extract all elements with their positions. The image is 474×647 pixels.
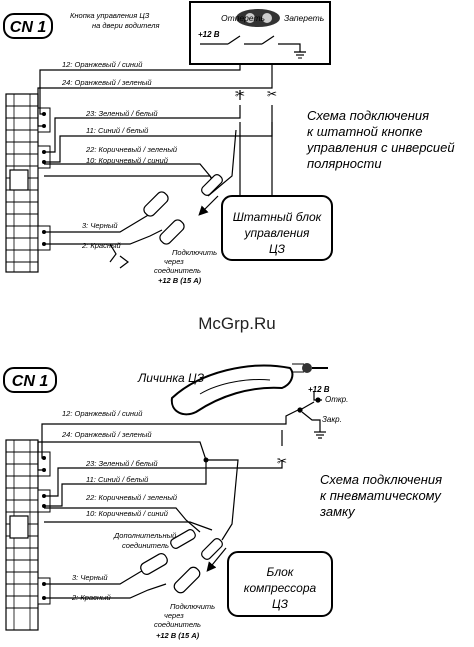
unlock-label: Отпереть: [221, 13, 265, 23]
top-scheme: CN 1 Отпереть Запереть: [3, 1, 455, 285]
lock-label: Запереть: [284, 13, 324, 23]
bottom-connect-4: +12 В (15 А): [156, 631, 200, 640]
bottom-wire-2-label: 2: Красный: [71, 593, 111, 602]
bottom-fuse-connectors: [140, 529, 223, 594]
bottom-wire-3-label: 3: Черный: [72, 573, 108, 582]
extra-connector-2: соединитель: [122, 541, 169, 550]
top-scheme-title-4: полярности: [307, 156, 382, 171]
bottom-wire-11-label: 11: Синий / белый: [86, 475, 149, 484]
watermark: McGrp.Ru: [198, 314, 275, 333]
bottom-cn-badge: [3, 367, 57, 393]
top-connect-2: через: [164, 257, 184, 266]
top-wire-11-label: 11: Синий / белый: [86, 126, 149, 135]
lock-cylinder-label: Личинка ЦЗ: [137, 371, 205, 385]
top-connector: [5, 93, 51, 273]
top-wire-3-label: 3: Черный: [82, 221, 118, 230]
scissors-icon-2: ✂: [267, 87, 277, 101]
bottom-wire-24-label: 24: Оранжевый / зеленый: [61, 430, 152, 439]
open-label: Откр.: [325, 395, 348, 404]
bottom-plus12: +12 В: [308, 385, 330, 394]
top-fuse-connectors: [143, 174, 223, 245]
top-button-panel: Отпереть Запереть +12 В: [189, 1, 331, 65]
bottom-scheme-title-1: Схема подключения: [320, 472, 442, 487]
top-wire-2-label: 2: Красный: [81, 241, 121, 250]
bottom-cn-label: CN 1: [12, 373, 49, 390]
key-icon: [302, 363, 312, 373]
top-box-line-1: Штатный блок: [233, 210, 323, 224]
bottom-connect-1: Подключить: [170, 602, 215, 611]
top-connect-4: +12 В (15 А): [158, 276, 202, 285]
top-cn-badge: [3, 13, 53, 39]
bottom-switch: [297, 392, 326, 439]
bottom-scissors-icon: ✂: [277, 454, 287, 468]
extra-connector-1: Дополнительный: [113, 531, 177, 540]
bottom-scheme-title-3: замку: [319, 504, 356, 519]
close-label: Закр.: [322, 415, 342, 424]
bottom-scheme: CN 1 Личинка ЦЗ +1: [3, 363, 442, 640]
compressor-unit-box: [227, 551, 333, 617]
bottom-connector: [5, 439, 51, 631]
top-wire-23-label: 23: Зеленый / белый: [85, 109, 158, 118]
top-connect-1: Подключить: [172, 248, 217, 257]
bottom-connect-2: через: [164, 611, 184, 620]
button-caption-1: Кнопка управления ЦЗ: [70, 11, 150, 20]
bottom-box-line-3: ЦЗ: [272, 597, 289, 611]
bottom-wire-22-label: 22: Коричневый / зеленый: [85, 493, 178, 502]
top-scheme-title-1: Схема подключения: [307, 108, 429, 123]
top-box-line-2: управления: [244, 226, 311, 240]
top-wire-10-label: 10: Коричневый / синий: [86, 156, 169, 165]
plus12-label: +12 В: [198, 30, 220, 39]
bottom-wires: [37, 409, 299, 599]
door-handle-icon: [170, 363, 328, 416]
bottom-scheme-title-2: к пневматическому: [320, 488, 442, 503]
bottom-box-line-1: Блок: [267, 565, 295, 579]
bottom-wire-23-label: 23: Зеленый / белый: [85, 459, 158, 468]
top-cn-label: CN 1: [10, 19, 47, 36]
bottom-wire-12-label: 12: Оранжевый / синий: [62, 409, 143, 418]
top-wire-24-label: 24: Оранжевый / зеленый: [61, 78, 152, 87]
top-box-line-3: ЦЗ: [269, 242, 286, 256]
top-connect-3: соединитель: [154, 266, 201, 275]
top-wire-22-label: 22: Коричневый / зеленый: [85, 145, 178, 154]
bottom-connect-3: соединитель: [154, 620, 201, 629]
bottom-wire-10-label: 10: Коричневый / синий: [86, 509, 169, 518]
top-scheme-title-2: к штатной кнопке: [307, 124, 423, 139]
top-scheme-title-3: управления с инверсией: [306, 140, 455, 155]
bottom-box-line-2: компрессора: [244, 581, 317, 595]
top-control-unit-box: [221, 195, 333, 261]
top-wires: [37, 64, 273, 269]
button-caption-2: на двери водителя: [92, 21, 160, 30]
top-wire-12-label: 12: Оранжевый / синий: [62, 60, 143, 69]
scissors-icon-1: ✂: [235, 87, 245, 101]
